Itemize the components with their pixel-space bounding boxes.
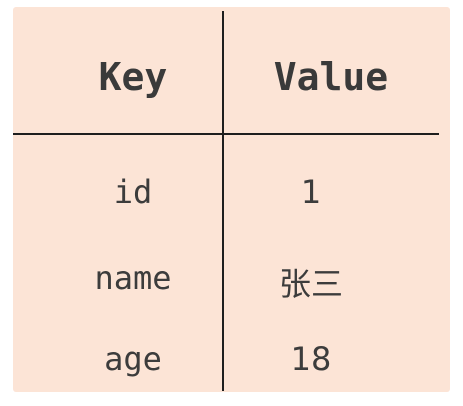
row-age-key: age (104, 340, 162, 378)
header-value: Value (273, 55, 389, 99)
row-name-key: name (94, 259, 172, 297)
key-value-table: Key Value id 1 name 张三 age 18 (13, 7, 450, 392)
row-age-value: 18 (290, 340, 332, 378)
header-divider (13, 133, 439, 135)
row-name-value: 张三 (278, 265, 343, 303)
row-id-value: 1 (300, 173, 322, 211)
column-divider (222, 11, 224, 391)
header-key: Key (98, 55, 168, 99)
row-id-key: id (113, 173, 153, 211)
